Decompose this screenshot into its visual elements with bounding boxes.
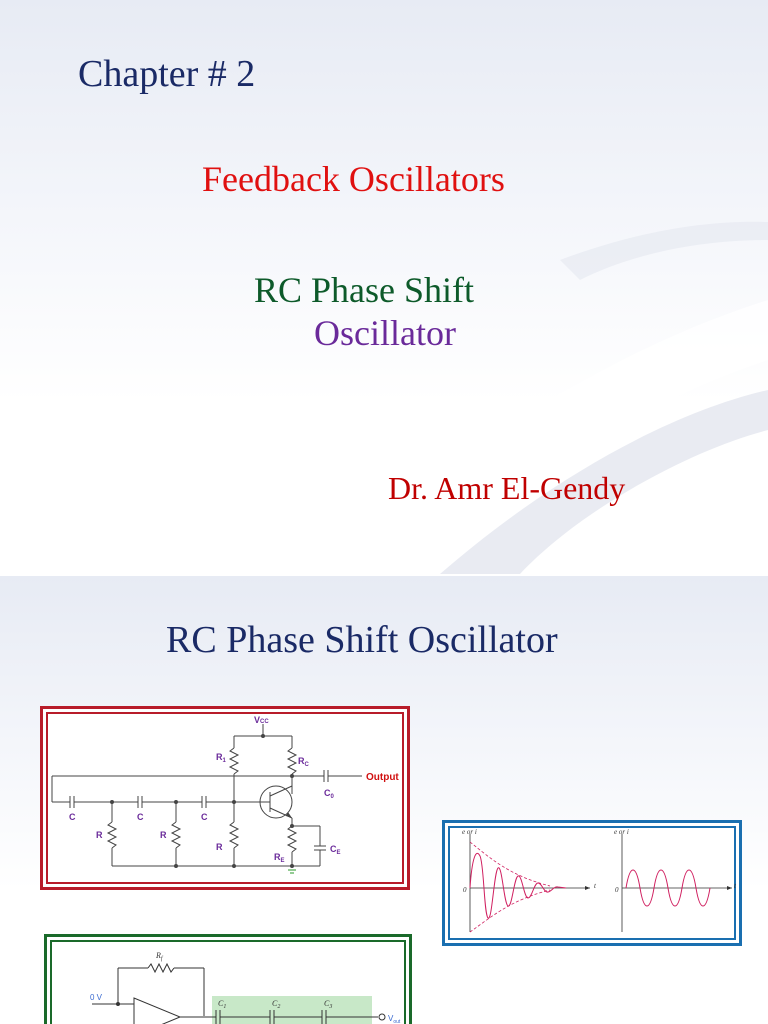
- title-slide: Chapter # 2 Feedback Oscillators RC Phas…: [0, 0, 768, 574]
- content-slide: RC Phase Shift Oscillator: [0, 576, 768, 1024]
- c1-sub: 1: [223, 1004, 226, 1010]
- opamp-circuit-figure: Rf 0 V C1 C2 C3 Vout: [44, 934, 412, 1024]
- rf-sub: f: [161, 955, 164, 962]
- c3-label: C: [324, 999, 330, 1008]
- rf-label: R: [155, 951, 161, 960]
- vout-label: V: [388, 1014, 394, 1023]
- output-label: Output: [366, 772, 399, 783]
- waveforms-figure: e or i t 0 e or i t 0: [442, 820, 742, 946]
- svg-text:R1: R1: [216, 752, 227, 764]
- r-label-3: R: [216, 842, 223, 852]
- zero-volt-label: 0 V: [90, 993, 103, 1002]
- waveform-origin-1: 0: [463, 886, 467, 894]
- r1-sub: 1: [223, 758, 227, 764]
- rc-label: R: [298, 756, 305, 766]
- c-label-1: C: [69, 812, 76, 822]
- slide-title: RC Phase Shift Oscillator: [166, 619, 558, 661]
- transistor-circuit-diagram: VCC R1 RC C0 Output C C C R R R RE CE: [51, 715, 399, 874]
- waveform-xaxis-label-1: t: [594, 882, 597, 890]
- re-label: R: [274, 852, 281, 862]
- svg-text:Rf: Rf: [155, 951, 164, 962]
- author-name: Dr. Amr El-Gendy: [388, 470, 626, 506]
- c-label-2: C: [137, 812, 144, 822]
- svg-text:C1: C1: [218, 999, 226, 1010]
- re-sub: E: [281, 858, 285, 864]
- c-label-3: C: [201, 812, 208, 822]
- c0-sub: 0: [331, 794, 335, 800]
- r-label-2: R: [160, 830, 167, 840]
- subtitle-line-1: RC Phase Shift: [254, 270, 475, 310]
- c2-label: C: [272, 999, 278, 1008]
- ce-sub: E: [337, 850, 341, 856]
- transistor-circuit-figure: VCC R1 RC C0 Output C C C R R R RE CE: [40, 706, 410, 890]
- svg-text:C3: C3: [324, 999, 332, 1010]
- svg-text:VCC: VCC: [254, 715, 269, 725]
- opamp-circuit-diagram: Rf 0 V C1 C2 C3 Vout: [90, 951, 401, 1024]
- waveform-origin-2: 0: [615, 886, 619, 894]
- c0-label: C: [324, 788, 331, 798]
- waveform-yaxis-label-1: e or i: [462, 828, 477, 836]
- svg-text:C2: C2: [272, 999, 280, 1010]
- subtitle-line-2: Oscillator: [314, 313, 456, 353]
- svg-text:RE: RE: [274, 852, 285, 864]
- svg-text:Vout: Vout: [388, 1014, 401, 1024]
- svg-text:CE: CE: [330, 844, 341, 856]
- svg-text:C0: C0: [324, 788, 335, 800]
- c3-sub: 3: [328, 1004, 332, 1010]
- waveform-yaxis-label-2: e or i: [614, 828, 629, 836]
- svg-text:RC: RC: [298, 756, 310, 768]
- c2-sub: 2: [277, 1004, 280, 1010]
- vcc-sub: CC: [260, 719, 269, 725]
- vout-sub: out: [393, 1019, 401, 1024]
- r1-label: R: [216, 752, 223, 762]
- r-label-1: R: [96, 830, 103, 840]
- vcc-label: V: [254, 715, 260, 725]
- waveforms-diagram: e or i t 0 e or i t 0: [462, 828, 737, 933]
- waveform-xaxis-label-2: t: [734, 882, 737, 890]
- topic-heading: Feedback Oscillators: [202, 159, 505, 199]
- background-swoosh: [440, 221, 768, 574]
- rc-sub: C: [305, 762, 310, 768]
- chapter-heading: Chapter # 2: [78, 53, 256, 95]
- ce-label: C: [330, 844, 337, 854]
- c1-label: C: [218, 999, 224, 1008]
